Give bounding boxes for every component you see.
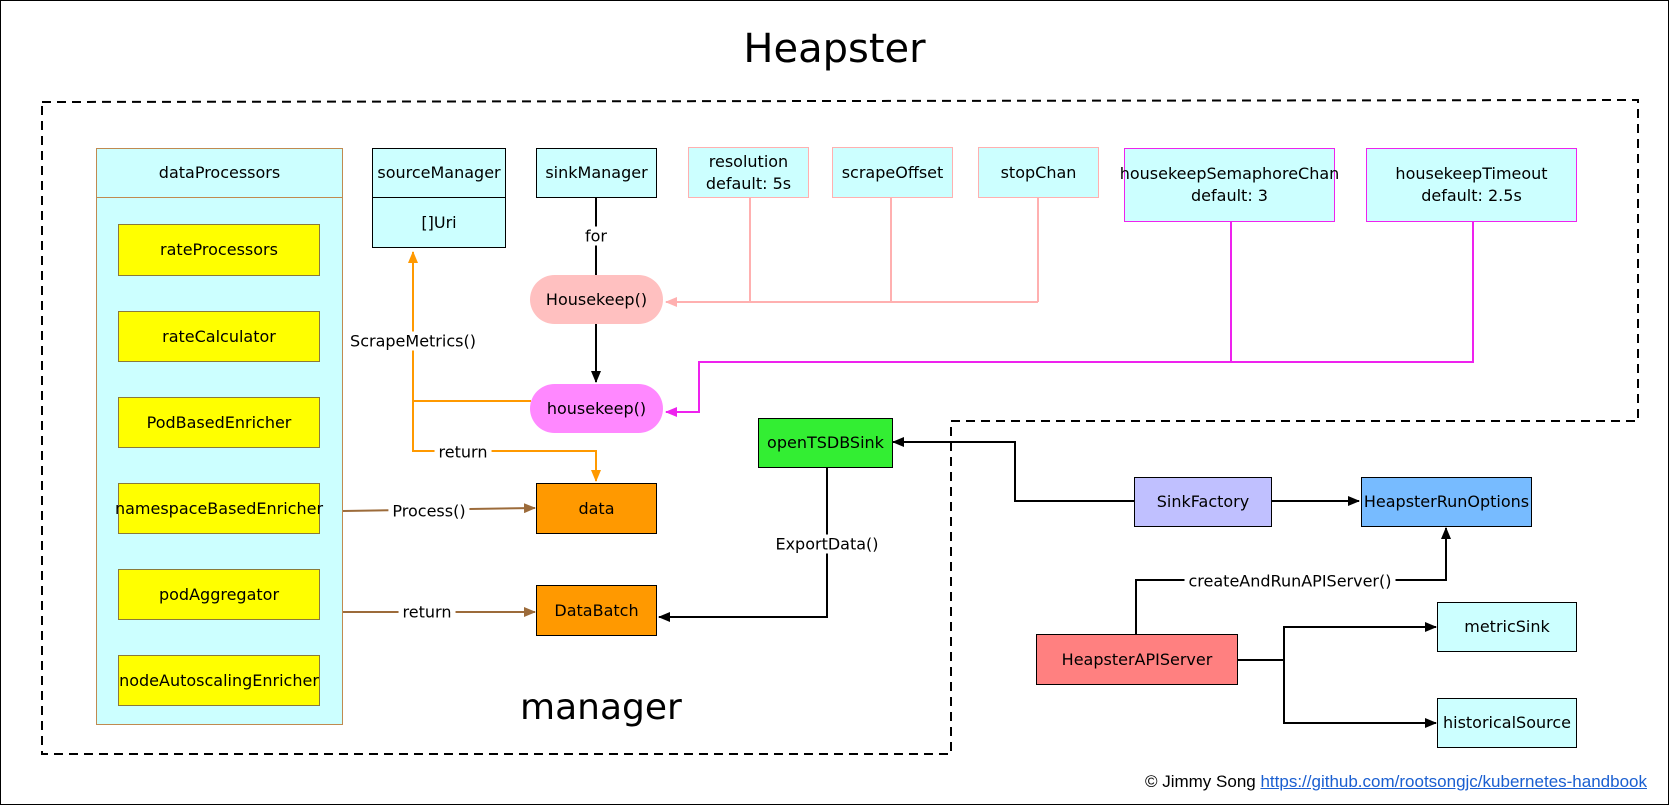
param-housekeep-timeout: housekeepTimeout default: 2.5s: [1366, 148, 1577, 222]
edge-label-process: Process(): [388, 501, 470, 521]
edge-label-create-and-run: createAndRunAPIServer(): [1184, 571, 1396, 591]
data-batch-node: DataBatch: [536, 585, 657, 636]
data-node: data: [536, 483, 657, 534]
edge-return-data: [412, 401, 601, 482]
edge-label-export-data: ExportData(): [771, 534, 883, 554]
housekeep-upper-node: Housekeep(): [530, 275, 663, 324]
edge-apiserver-historical: [1283, 660, 1437, 728]
data-processors-header: dataProcessors: [96, 148, 343, 198]
processor-pod-aggregator: podAggregator: [118, 569, 320, 620]
credit-line: © Jimmy Song https://github.com/rootsong…: [1145, 772, 1647, 792]
credit-link[interactable]: https://github.com/rootsongjc/kubernetes…: [1260, 772, 1647, 791]
manager-boundary: [41, 98, 1639, 755]
edge-export-data: [658, 468, 828, 622]
processor-node-autoscaling-enricher: nodeAutoscalingEnricher: [118, 655, 320, 706]
housekeep-lower-node: housekeep(): [530, 384, 663, 433]
heapster-run-options-node: HeapsterRunOptions: [1361, 477, 1532, 527]
processor-rate-processors: rateProcessors: [118, 224, 320, 276]
edge-apiserver-metricsink: [1238, 622, 1437, 661]
processor-rate-calculator: rateCalculator: [118, 311, 320, 362]
credit-author: © Jimmy Song: [1144, 772, 1256, 791]
historical-source-node: historicalSource: [1437, 698, 1577, 748]
edge-scrape-metrics: [408, 251, 531, 402]
edge-label-return-batch: return: [398, 602, 456, 622]
param-housekeep-semaphore-chan: housekeepSemaphoreChan default: 3: [1120, 148, 1339, 222]
edge-semaphore-housekeep: [666, 222, 1474, 412]
source-manager-box: sourceManager: [372, 148, 506, 198]
metric-sink-node: metricSink: [1437, 602, 1577, 652]
opentsdb-sink-node: openTSDBSink: [758, 418, 893, 468]
param-stop-chan: stopChan: [978, 147, 1099, 198]
param-resolution: resolution default: 5s: [688, 147, 809, 198]
param-scrape-offset: scrapeOffset: [832, 147, 953, 198]
edge-sinkfactory-opentsdb: [892, 437, 1134, 502]
sink-factory-node: SinkFactory: [1134, 477, 1272, 527]
diagram-title: Heapster: [743, 26, 926, 72]
sink-manager-box: sinkManager: [536, 148, 657, 198]
edge-label-return-data: return: [434, 442, 492, 462]
processor-pod-based-enricher: PodBasedEnricher: [118, 397, 320, 448]
heapster-api-server-node: HeapsterAPIServer: [1036, 634, 1238, 685]
edge-label-scrape-metrics: ScrapeMetrics(): [346, 331, 480, 351]
manager-label: manager: [520, 687, 682, 728]
source-manager-uri-field: []Uri: [372, 197, 506, 248]
processor-namespace-based-enricher: namespaceBasedEnricher: [115, 483, 323, 534]
edge-params-housekeep: [666, 198, 1039, 302]
edge-label-for: for: [581, 226, 611, 246]
